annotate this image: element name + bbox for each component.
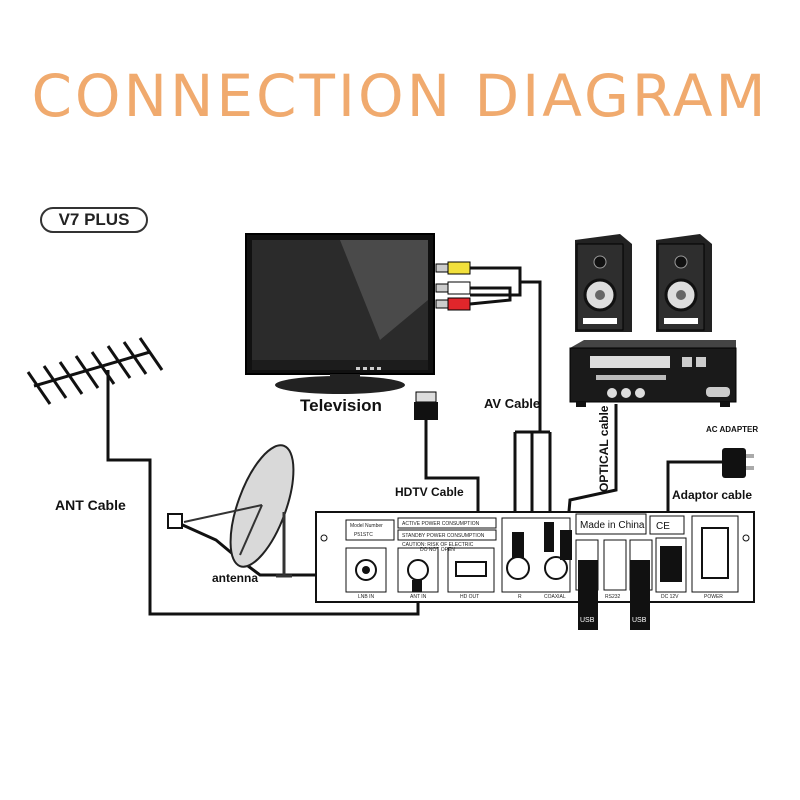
satellite-dish-illustration xyxy=(167,444,295,578)
port-ant-in: ANT IN xyxy=(410,594,427,600)
av-cable-label: AV Cable xyxy=(484,396,541,411)
speaker-right xyxy=(656,234,712,332)
power-note-standby: STANDBY POWER CONSUMPTION xyxy=(402,533,485,539)
port-coaxial: COAXIAL xyxy=(544,594,566,600)
antenna-label: antenna xyxy=(212,571,259,585)
speaker-left xyxy=(575,234,632,332)
port-hd-out: HD OUT xyxy=(460,594,479,600)
ac-adapter-illustration xyxy=(722,448,754,478)
ant-antenna-illustration xyxy=(26,337,164,405)
hdtv-cable-label: HDTV Cable xyxy=(395,485,464,499)
port-lnb-in: LNB IN xyxy=(358,594,375,600)
power-note-active: ACTIVE POWER CONSUMPTION xyxy=(402,521,480,527)
usb-label-1: USB xyxy=(580,617,595,624)
model-number: P51STC xyxy=(354,532,373,538)
port-dc: DC 12V xyxy=(661,594,679,600)
rca-plugs xyxy=(435,261,471,311)
model-badge: V7 PLUS xyxy=(40,207,148,233)
receiver-rear-panel: Model Number P51STC ACTIVE POWER CONSUMP… xyxy=(315,511,755,630)
port-rs232: RS232 xyxy=(605,594,621,600)
usb-label-2: USB xyxy=(632,617,647,624)
television-illustration xyxy=(245,233,435,394)
ac-adapter-label: AC ADAPTER xyxy=(706,425,759,434)
port-power: POWER xyxy=(704,594,723,600)
amplifier-illustration xyxy=(569,340,737,407)
television-label: Television xyxy=(300,396,382,415)
ant-cable-label: ANT Cable xyxy=(55,497,126,513)
caution-note-2: DO NOT OPEN xyxy=(420,547,455,553)
caution-note: CAUTION: RISK OF ELECTRIC xyxy=(402,542,474,548)
adaptor-cable-label: Adaptor cable xyxy=(672,488,753,502)
ce-mark: CE xyxy=(656,521,670,532)
model-number-label: Model Number xyxy=(350,523,383,529)
optical-cable-label: OPTICAL cable xyxy=(597,405,611,492)
made-in-china: Made in China xyxy=(580,520,645,531)
port-r: R xyxy=(518,594,522,600)
cables xyxy=(106,266,722,616)
page-title: CONNECTION DIAGRAM xyxy=(31,62,769,130)
